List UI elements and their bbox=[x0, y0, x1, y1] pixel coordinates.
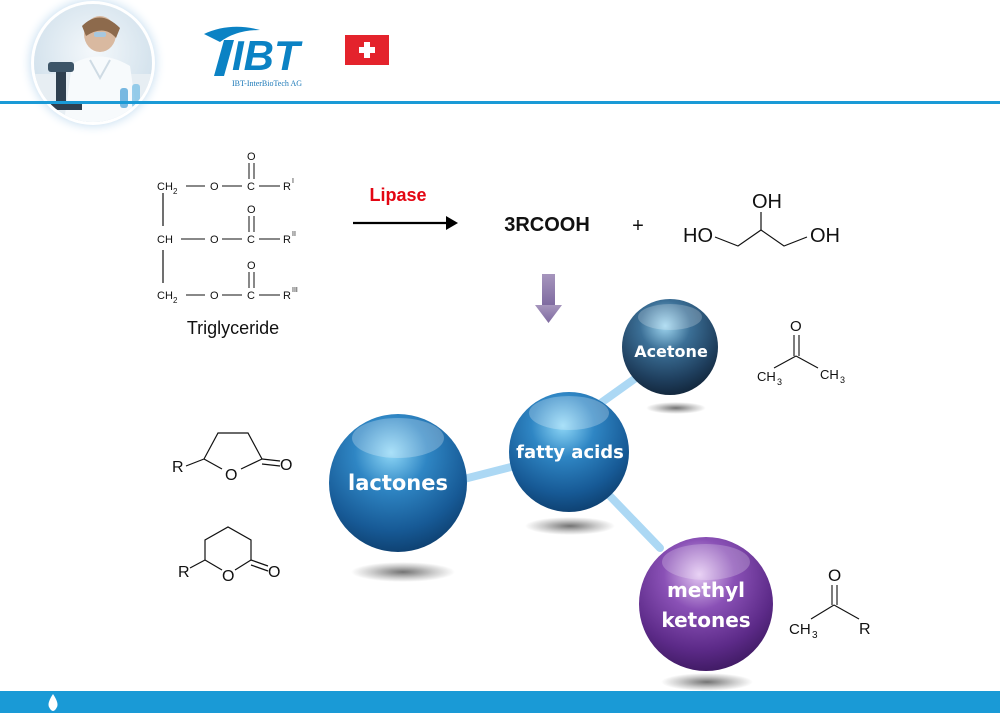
svg-text:O: O bbox=[790, 318, 802, 335]
svg-text:CH: CH bbox=[757, 369, 776, 384]
svg-text:O: O bbox=[247, 204, 256, 216]
triglyceride-structure: CH 2 O C O R I CH O C O R II CH 2 O C O … bbox=[157, 151, 298, 305]
svg-text:R: R bbox=[859, 621, 871, 638]
svg-text:2: 2 bbox=[173, 296, 178, 305]
triglyceride-label: Triglyceride bbox=[187, 318, 279, 338]
svg-text:HO: HO bbox=[683, 225, 713, 247]
fatty-acids-shadow bbox=[525, 517, 615, 535]
svg-text:O: O bbox=[280, 457, 292, 474]
svg-text:O: O bbox=[210, 181, 219, 193]
company-name: IBT-InterBioTech AG bbox=[232, 79, 303, 88]
fatty-acid-product: 3RCOOH bbox=[504, 214, 590, 236]
svg-text:2: 2 bbox=[173, 187, 178, 196]
delta-lactone-structure: O O R bbox=[178, 526, 280, 585]
methyl-ketones-bubble: methyl ketones bbox=[639, 537, 773, 671]
methyl-ketones-shadow bbox=[661, 673, 753, 691]
methyl-ketone-structure: O CH 3 R bbox=[789, 566, 871, 641]
scientist-avatar bbox=[34, 4, 152, 122]
svg-text:C: C bbox=[247, 290, 255, 302]
svg-text:R: R bbox=[172, 459, 184, 476]
svg-text:C: C bbox=[247, 181, 255, 193]
svg-text:3: 3 bbox=[840, 375, 845, 385]
svg-text:CH: CH bbox=[157, 234, 173, 246]
svg-text:3: 3 bbox=[777, 377, 782, 387]
svg-text:3: 3 bbox=[812, 630, 818, 641]
plus-sign: + bbox=[632, 215, 644, 237]
acetone-shadow bbox=[646, 402, 706, 414]
svg-text:CH: CH bbox=[789, 621, 811, 638]
swiss-flag-icon bbox=[345, 35, 389, 65]
fatty-acids-label: fatty acids bbox=[516, 442, 624, 463]
bubble-connectors bbox=[456, 371, 664, 552]
svg-text:R: R bbox=[283, 290, 291, 302]
lactones-bubble: lactones bbox=[329, 414, 467, 552]
down-arrow-icon bbox=[535, 274, 562, 323]
svg-text:O: O bbox=[247, 260, 256, 272]
svg-text:R: R bbox=[178, 564, 190, 581]
lipase-label: Lipase bbox=[369, 185, 426, 205]
methyl-ketones-label-2: ketones bbox=[661, 608, 750, 632]
ibt-logo: IBT bbox=[204, 26, 303, 79]
svg-text:CH: CH bbox=[157, 181, 173, 193]
footer-bar bbox=[0, 691, 1000, 713]
svg-text:O: O bbox=[225, 467, 237, 484]
methyl-ketones-label-1: methyl bbox=[667, 578, 745, 602]
gamma-lactone-structure: O O R bbox=[172, 432, 292, 484]
svg-text:O: O bbox=[210, 290, 219, 302]
svg-text:O: O bbox=[268, 564, 280, 581]
water-drop-icon bbox=[48, 694, 58, 711]
header-divider bbox=[0, 101, 1000, 104]
fatty-acids-bubble: fatty acids bbox=[509, 392, 629, 512]
svg-text:III: III bbox=[292, 287, 298, 294]
logo-text: IBT bbox=[232, 32, 303, 79]
reaction-arrow bbox=[353, 216, 458, 230]
glycerol-structure: HO OH OH bbox=[683, 191, 840, 247]
svg-text:O: O bbox=[828, 566, 841, 585]
lactones-shadow bbox=[351, 562, 455, 582]
acetone-structure: O CH 3 CH 3 bbox=[757, 318, 845, 387]
svg-text:OH: OH bbox=[810, 225, 840, 247]
svg-text:I: I bbox=[292, 178, 294, 185]
svg-text:II: II bbox=[292, 231, 296, 238]
svg-text:O: O bbox=[247, 151, 256, 163]
acetone-bubble: Acetone bbox=[622, 299, 718, 395]
svg-text:OH: OH bbox=[752, 191, 782, 213]
svg-text:R: R bbox=[283, 234, 291, 246]
svg-text:O: O bbox=[222, 568, 234, 585]
svg-text:C: C bbox=[247, 234, 255, 246]
scientist-microscope-icon bbox=[34, 4, 152, 122]
lactones-label: lactones bbox=[348, 471, 448, 495]
svg-text:R: R bbox=[283, 181, 291, 193]
svg-text:CH: CH bbox=[157, 290, 173, 302]
acetone-label: Acetone bbox=[634, 342, 708, 361]
svg-text:CH: CH bbox=[820, 367, 839, 382]
svg-text:O: O bbox=[210, 234, 219, 246]
